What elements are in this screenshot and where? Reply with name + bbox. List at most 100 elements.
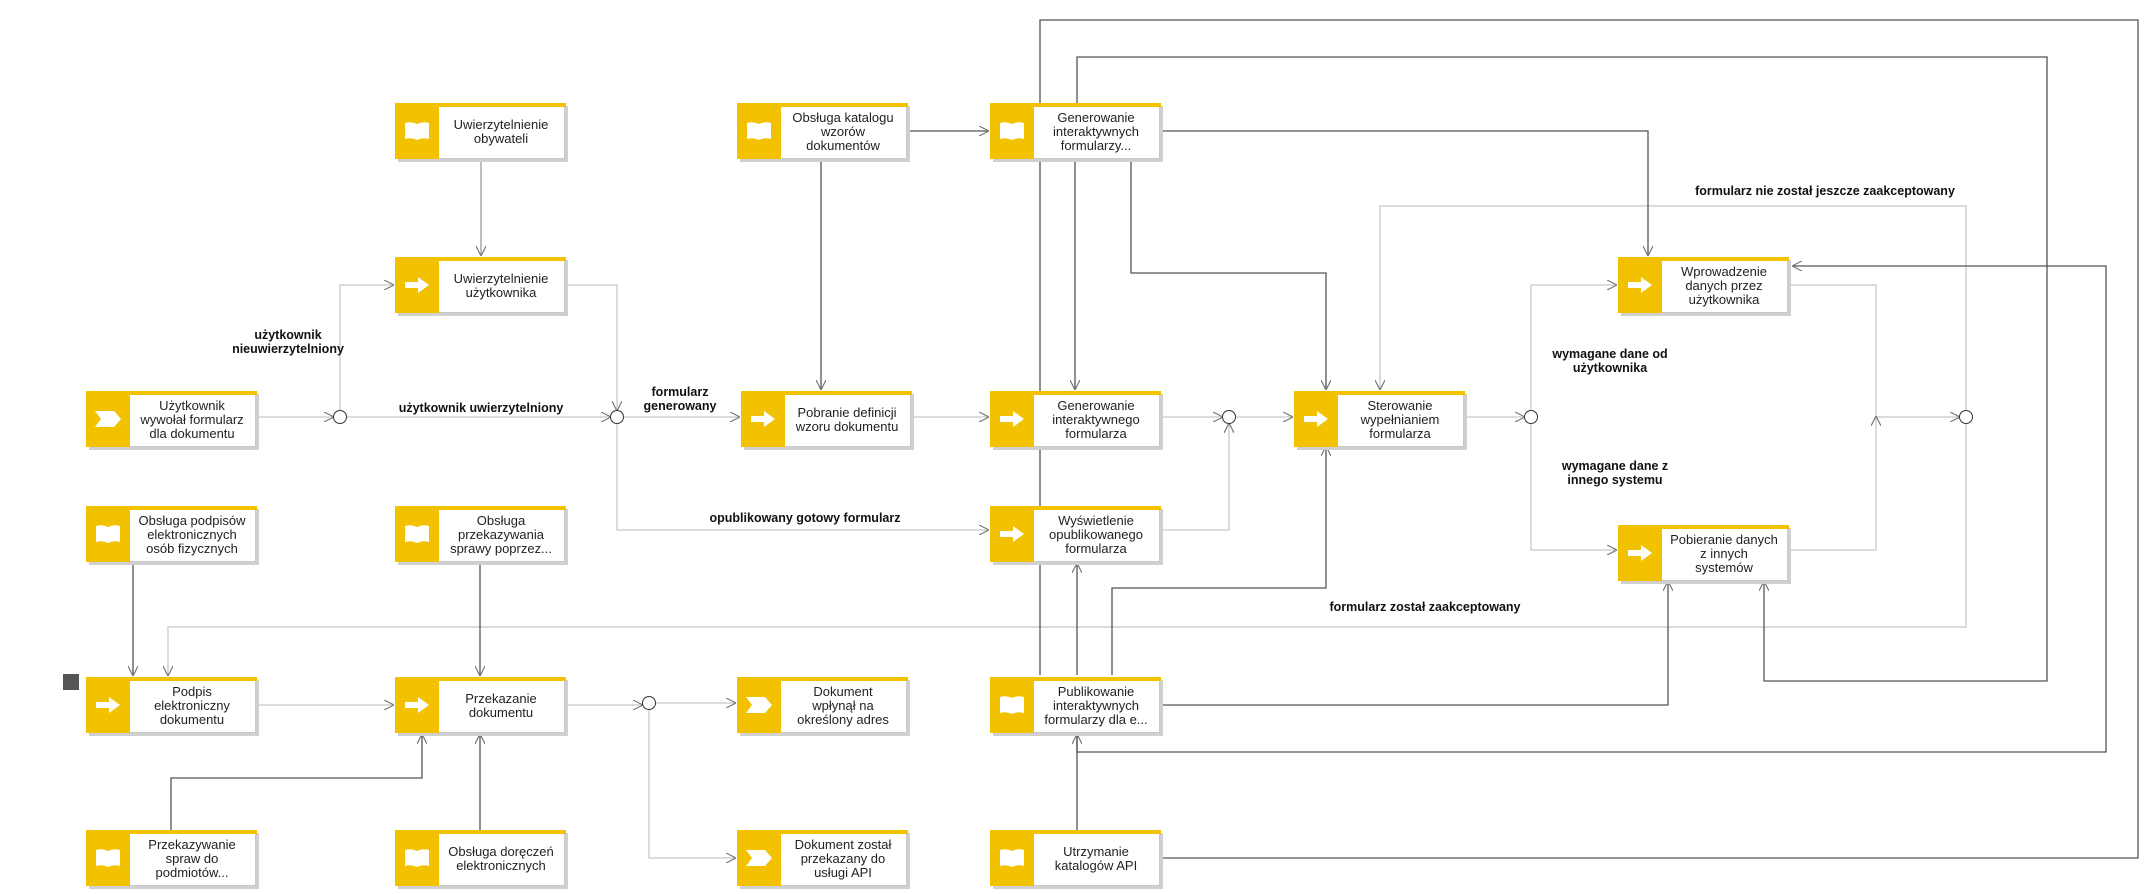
node-accent-bar [86, 391, 257, 395]
node-accent-bar [395, 506, 566, 510]
node-accent-bar [737, 103, 908, 107]
process-node[interactable]: Utrzymanie katalogów API [990, 830, 1161, 886]
node-accent-bar [990, 506, 1161, 510]
flow-connector [1380, 205, 1967, 410]
book-icon [86, 830, 130, 886]
process-node[interactable]: Wprowadzenie danych przez użytkownika [1618, 257, 1789, 313]
flow-connector [170, 735, 422, 858]
node-label: Dokument wpłynął na określony adres [797, 683, 889, 727]
process-node[interactable]: Dokument wpłynął na określony adres [737, 677, 908, 733]
book-icon [990, 830, 1034, 886]
hierarchy-icon[interactable] [63, 674, 79, 690]
flow-connector [616, 424, 988, 530]
arrow-icon [990, 391, 1034, 447]
flow-connector [1791, 417, 1876, 551]
book-icon [990, 103, 1034, 159]
node-label: Dokument został przekazany do usługi API [794, 836, 892, 880]
node-label: Przekazanie dokumentu [465, 690, 537, 720]
process-node[interactable]: Uwierzytelnienie obywateli [395, 103, 566, 159]
edge-label: opublikowany gotowy formularz [709, 511, 901, 525]
node-label: Użytkownik wywołał formularz dla dokumen… [140, 397, 244, 441]
event-icon [737, 677, 781, 733]
node-label: Utrzymanie katalogów API [1054, 843, 1138, 873]
node-label: Obsługa przekazywania sprawy poprzez... [450, 512, 552, 556]
arrow-icon [1618, 257, 1662, 313]
flow-connector [1530, 285, 1616, 410]
process-node[interactable]: Generowanie interaktywnych formularzy... [990, 103, 1161, 159]
node-accent-bar [737, 677, 908, 681]
flow-connector [1130, 159, 1326, 389]
process-node[interactable]: Podpis elektroniczny dokumentu [86, 677, 257, 733]
process-node[interactable]: Obsługa katalogu wzorów dokumentów [737, 103, 908, 159]
node-accent-bar [395, 677, 566, 681]
process-node[interactable]: Pobranie definicji wzoru dokumentu [741, 391, 912, 447]
arrow-icon [86, 677, 130, 733]
process-node[interactable]: Uwierzytelnienie użytkownika [395, 257, 566, 313]
book-icon [395, 506, 439, 562]
arrow-icon [395, 257, 439, 313]
edge-label: formularz nie został jeszcze zaakceptowa… [1695, 184, 1955, 198]
book-icon [395, 103, 439, 159]
process-node[interactable]: Przekazanie dokumentu [395, 677, 566, 733]
edge-label: wymagane dane z innego systemu [1561, 459, 1669, 487]
flow-connector [1111, 447, 1326, 675]
edge-label: użytkownik uwierzytelniony [398, 401, 564, 415]
node-label: Sterowanie wypełnianiem formularza [1360, 397, 1440, 441]
node-label: Publikowanie interaktywnych formularzy d… [1044, 683, 1148, 727]
node-accent-bar [1618, 257, 1789, 261]
node-label: Podpis elektroniczny dokumentu [154, 683, 230, 727]
arrow-icon [1618, 525, 1662, 581]
flow-connector [168, 424, 1967, 675]
node-label: Generowanie interaktywnych formularzy... [1053, 109, 1139, 153]
node-accent-bar [86, 677, 257, 681]
process-node[interactable]: Pobieranie danych z innych systemów [1618, 525, 1789, 581]
event-icon [86, 391, 130, 447]
process-node[interactable]: Obsługa podpisów elektronicznych osób fi… [86, 506, 257, 562]
flow-connector [648, 710, 735, 858]
flow-connector [1076, 266, 2107, 753]
edge-label: formularz generowany [643, 385, 717, 413]
process-node[interactable]: Publikowanie interaktywnych formularzy d… [990, 677, 1161, 733]
node-label: Generowanie interaktywnego formularza [1052, 397, 1140, 441]
node-accent-bar [1618, 525, 1789, 529]
gateway-junction [1524, 410, 1538, 424]
node-label: Pobieranie danych z innych systemów [1670, 531, 1778, 575]
process-node[interactable]: Przekazywanie spraw do podmiotów... [86, 830, 257, 886]
node-accent-bar [990, 677, 1161, 681]
book-icon [395, 830, 439, 886]
node-accent-bar [86, 830, 257, 834]
arrow-icon [990, 506, 1034, 562]
process-node[interactable]: Sterowanie wypełnianiem formularza [1294, 391, 1465, 447]
process-node[interactable]: Obsługa doręczeń elektronicznych [395, 830, 566, 886]
process-node[interactable]: Generowanie interaktywnego formularza [990, 391, 1161, 447]
gateway-junction [642, 696, 656, 710]
flow-connector [1163, 424, 1229, 531]
process-node[interactable]: Wyświetlenie opublikowanego formularza [990, 506, 1161, 562]
node-label: Pobranie definicji wzoru dokumentu [795, 404, 899, 434]
process-node[interactable]: Obsługa przekazywania sprawy poprzez... [395, 506, 566, 562]
flow-connector [1530, 424, 1616, 550]
node-accent-bar [737, 830, 908, 834]
node-accent-bar [741, 391, 912, 395]
process-node[interactable]: Dokument został przekazany do usługi API [737, 830, 908, 886]
node-label: Wyświetlenie opublikowanego formularza [1049, 512, 1143, 556]
node-accent-bar [1294, 391, 1465, 395]
gateway-junction [333, 410, 347, 424]
node-label: Przekazywanie spraw do podmiotów... [148, 836, 236, 880]
node-accent-bar [990, 391, 1161, 395]
node-label: Obsługa katalogu wzorów dokumentów [792, 109, 894, 153]
process-node[interactable]: Użytkownik wywołał formularz dla dokumen… [86, 391, 257, 447]
node-label: Wprowadzenie danych przez użytkownika [1681, 263, 1767, 307]
node-accent-bar [395, 257, 566, 261]
node-label: Obsługa doręczeń elektronicznych [448, 843, 554, 873]
book-icon [990, 677, 1034, 733]
arrow-icon [1294, 391, 1338, 447]
flow-connector [1163, 130, 1648, 255]
flow-connector [1163, 582, 1668, 706]
node-label: Uwierzytelnienie obywateli [453, 116, 549, 146]
gateway-junction [1222, 410, 1236, 424]
node-accent-bar [990, 830, 1161, 834]
flow-connector [568, 284, 617, 410]
book-icon [737, 103, 781, 159]
